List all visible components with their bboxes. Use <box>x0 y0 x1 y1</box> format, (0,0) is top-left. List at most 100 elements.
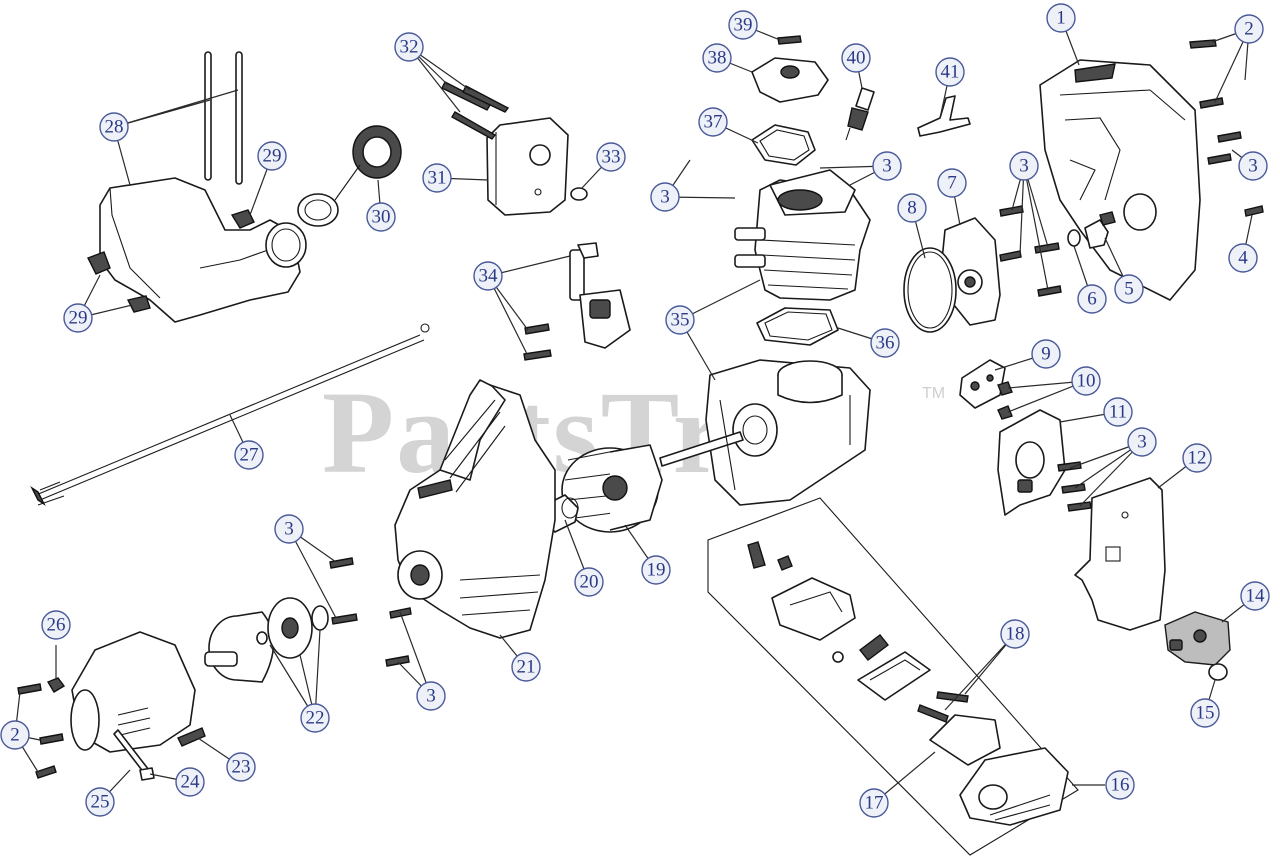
callout-5[interactable]: 5 <box>1114 274 1144 304</box>
fuel-tank-part[interactable] <box>99 177 307 323</box>
crankcase-oring-part[interactable] <box>903 247 957 333</box>
flywheel-part[interactable] <box>561 444 663 533</box>
callout-22[interactable]: 22 <box>300 703 330 733</box>
callout-6[interactable]: 6 <box>1077 284 1107 314</box>
callout-8[interactable]: 8 <box>897 193 927 223</box>
callout-4[interactable]: 4 <box>1228 243 1258 273</box>
cylinder-part[interactable] <box>734 169 871 301</box>
callout-29[interactable]: 29 <box>257 141 287 171</box>
svg-text:16: 16 <box>1111 775 1130 796</box>
callout-3[interactable]: 3 <box>1127 427 1157 457</box>
callout-3[interactable]: 3 <box>872 151 902 181</box>
engine-housing-part[interactable] <box>394 379 556 639</box>
callout-31[interactable]: 31 <box>422 163 452 193</box>
gear-housing-screws-part[interactable] <box>17 683 64 779</box>
cylinder-cover-gasket-part[interactable] <box>751 124 816 166</box>
filter-plate-part[interactable] <box>857 651 931 701</box>
fuel-fitting-part[interactable] <box>1084 211 1116 249</box>
carburetor-part[interactable] <box>1164 611 1231 666</box>
reed-plate-part[interactable] <box>959 359 1006 409</box>
callout-7[interactable]: 7 <box>937 168 967 198</box>
callout-2[interactable]: 2 <box>0 720 30 750</box>
callout-2[interactable]: 2 <box>1234 14 1264 44</box>
callout-28[interactable]: 28 <box>99 112 129 142</box>
fitting-oring-part[interactable] <box>1067 229 1081 247</box>
air-filter-screws-kit-part[interactable] <box>917 691 969 723</box>
callout-24[interactable]: 24 <box>175 767 205 797</box>
callout-35[interactable]: 35 <box>665 305 695 335</box>
grommet-part[interactable] <box>87 209 255 313</box>
cylinder-base-gasket-part[interactable] <box>756 307 839 346</box>
svg-text:38: 38 <box>708 48 727 69</box>
clutch-drum-part[interactable] <box>204 611 275 683</box>
callout-38[interactable]: 38 <box>702 43 732 73</box>
cylinder-cover-screw-part[interactable] <box>777 35 802 45</box>
air-filter-cover-part[interactable] <box>959 747 1069 826</box>
svg-text:18: 18 <box>1006 624 1025 645</box>
callout-34[interactable]: 34 <box>473 261 503 291</box>
nuts-part[interactable] <box>997 381 1013 420</box>
air-filter-element-part[interactable] <box>929 714 1001 766</box>
callout-32[interactable]: 32 <box>394 32 424 62</box>
fuel-cap-part[interactable] <box>297 125 402 227</box>
callout-39[interactable]: 39 <box>728 10 758 40</box>
callout-26[interactable]: 26 <box>41 610 71 640</box>
crankcase-part[interactable] <box>659 359 871 506</box>
main-housing-screws-part[interactable] <box>999 39 1264 297</box>
air-filter-gasket-part[interactable] <box>570 187 588 201</box>
callout-21[interactable]: 21 <box>511 652 541 682</box>
callout-20[interactable]: 20 <box>574 567 604 597</box>
carb-screws-part[interactable] <box>1057 461 1092 512</box>
svg-text:34: 34 <box>479 266 499 287</box>
callout-3[interactable]: 3 <box>1009 151 1039 181</box>
choke-lever-part[interactable] <box>832 634 889 663</box>
callout-3[interactable]: 3 <box>274 514 304 544</box>
callout-19[interactable]: 19 <box>641 555 671 585</box>
callout-37[interactable]: 37 <box>698 107 728 137</box>
callout-14[interactable]: 14 <box>1240 581 1270 611</box>
svg-text:1: 1 <box>1056 8 1066 29</box>
svg-text:3: 3 <box>284 519 294 540</box>
air-box-base-part[interactable] <box>747 541 856 641</box>
callout-3[interactable]: 3 <box>1238 151 1268 181</box>
svg-text:6: 6 <box>1087 289 1097 310</box>
wire-clip-part[interactable] <box>917 95 971 137</box>
svg-text:7: 7 <box>947 173 957 194</box>
callout-29[interactable]: 29 <box>63 303 93 333</box>
callout-12[interactable]: 12 <box>1182 443 1212 473</box>
callout-3[interactable]: 3 <box>416 681 446 711</box>
heat-shield-part[interactable] <box>1074 477 1166 631</box>
gear-housing-part[interactable] <box>70 631 206 753</box>
air-filter-base-part[interactable] <box>486 117 569 216</box>
main-housing-part[interactable] <box>1039 59 1201 301</box>
callout-11[interactable]: 11 <box>1103 397 1133 427</box>
carburetor-gasket-part[interactable] <box>1208 663 1228 681</box>
callout-15[interactable]: 15 <box>1190 698 1220 728</box>
callout-25[interactable]: 25 <box>85 787 115 817</box>
callout-17[interactable]: 17 <box>859 788 889 818</box>
fuel-lines-part[interactable] <box>204 51 243 185</box>
callout-41[interactable]: 41 <box>935 57 965 87</box>
callout-10[interactable]: 10 <box>1071 366 1101 396</box>
callout-30[interactable]: 30 <box>366 202 396 232</box>
callout-9[interactable]: 9 <box>1031 339 1061 369</box>
air-filter-screws-part[interactable] <box>441 81 510 140</box>
callout-18[interactable]: 18 <box>1000 619 1030 649</box>
spark-plug-part[interactable] <box>845 87 875 141</box>
callout-16[interactable]: 16 <box>1105 770 1135 800</box>
callout-3[interactable]: 3 <box>650 182 680 212</box>
svg-text:12: 12 <box>1188 448 1207 469</box>
gear-housing-nut-part[interactable] <box>46 677 66 693</box>
callout-33[interactable]: 33 <box>596 142 626 172</box>
ignition-coil-part[interactable] <box>569 242 631 349</box>
callout-36[interactable]: 36 <box>870 328 900 358</box>
cylinder-cover-part[interactable] <box>751 57 829 103</box>
ignition-coil-screws-part[interactable] <box>523 323 552 361</box>
callout-40[interactable]: 40 <box>841 43 871 73</box>
clutch-assembly-part[interactable] <box>256 597 329 659</box>
carburetor-adaptor-part[interactable] <box>997 409 1066 516</box>
callout-23[interactable]: 23 <box>226 752 256 782</box>
callout-1[interactable]: 1 <box>1046 3 1076 33</box>
callout-27[interactable]: 27 <box>234 440 264 470</box>
